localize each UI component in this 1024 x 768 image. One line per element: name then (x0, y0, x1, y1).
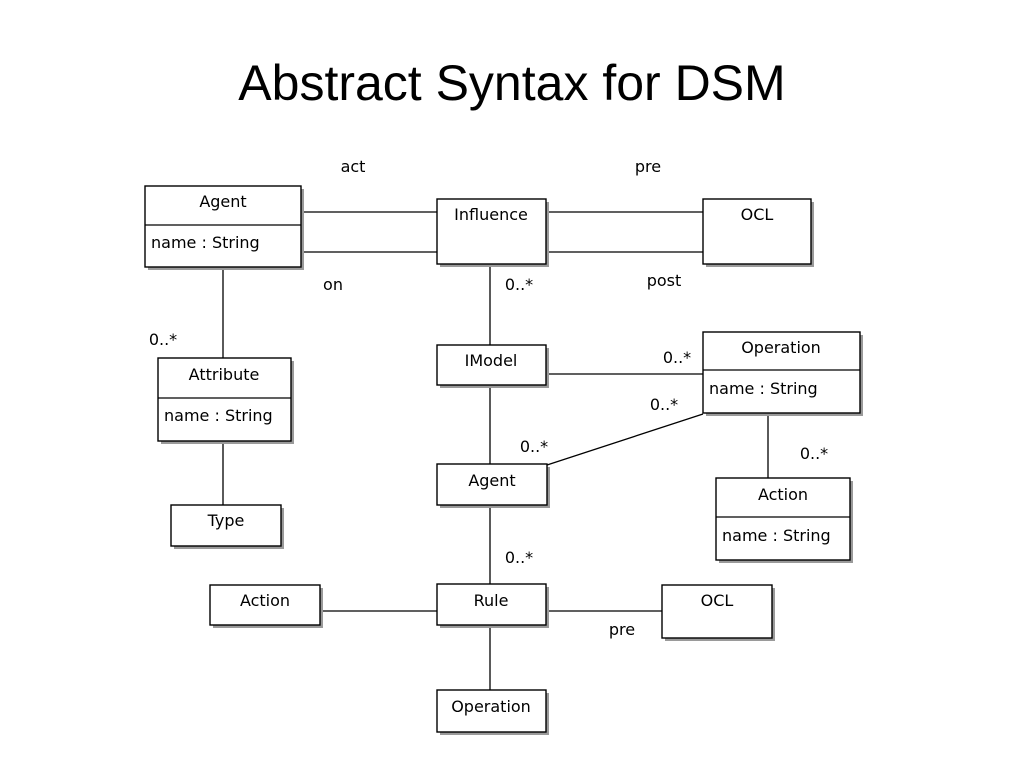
class-name: Agent (199, 192, 246, 211)
class-name: IModel (465, 351, 518, 370)
class-name: Action (758, 485, 808, 504)
page-title: Abstract Syntax for DSM (238, 55, 786, 111)
assoc-operation-agent (546, 413, 704, 466)
multiplicity-label: 0..* (663, 348, 691, 367)
class-agent-mid[interactable]: Agent (436, 463, 550, 508)
role-label-on: on (323, 275, 343, 294)
class-attribute: name : String (151, 233, 260, 252)
class-type[interactable]: Type (170, 504, 284, 549)
class-name: Action (240, 591, 290, 610)
role-label-pre-bottom: pre (609, 620, 635, 639)
class-name: OCL (741, 205, 774, 224)
class-name: Attribute (189, 365, 260, 384)
class-influence[interactable]: Influence (436, 198, 549, 267)
class-action-right[interactable]: Action name : String (715, 477, 853, 563)
class-name: Operation (741, 338, 821, 357)
class-attribute[interactable]: Attribute name : String (157, 357, 294, 444)
class-name: Type (207, 511, 245, 530)
role-label-act: act (341, 157, 366, 176)
connectors (222, 211, 769, 690)
association-labels: act pre on post 0..* 0..* 0..* 0..* 0..*… (149, 157, 828, 639)
class-ocl-bottom[interactable]: OCL (661, 584, 775, 641)
multiplicity-label: 0..* (800, 444, 828, 463)
multiplicity-label: 0..* (505, 548, 533, 567)
class-attribute: name : String (722, 526, 831, 545)
multiplicity-label: 0..* (520, 437, 548, 456)
class-name: Influence (454, 205, 528, 224)
multiplicity-label: 0..* (505, 275, 533, 294)
multiplicity-label: 0..* (149, 330, 177, 349)
class-attribute: name : String (164, 406, 273, 425)
class-operation-bottom[interactable]: Operation (436, 689, 549, 735)
class-agent-top[interactable]: Agent name : String (144, 185, 304, 270)
class-imodel[interactable]: IModel (436, 344, 549, 388)
class-name: Rule (474, 591, 509, 610)
class-rule[interactable]: Rule (436, 583, 549, 628)
class-name: OCL (701, 591, 734, 610)
multiplicity-label: 0..* (650, 395, 678, 414)
class-ocl-top[interactable]: OCL (702, 198, 814, 267)
role-label-pre-top: pre (635, 157, 661, 176)
class-name: Operation (451, 697, 531, 716)
class-action-left[interactable]: Action (209, 584, 323, 628)
class-attribute: name : String (709, 379, 818, 398)
role-label-post: post (647, 271, 682, 290)
class-operation-right[interactable]: Operation name : String (702, 331, 863, 416)
class-name: Agent (468, 471, 515, 490)
